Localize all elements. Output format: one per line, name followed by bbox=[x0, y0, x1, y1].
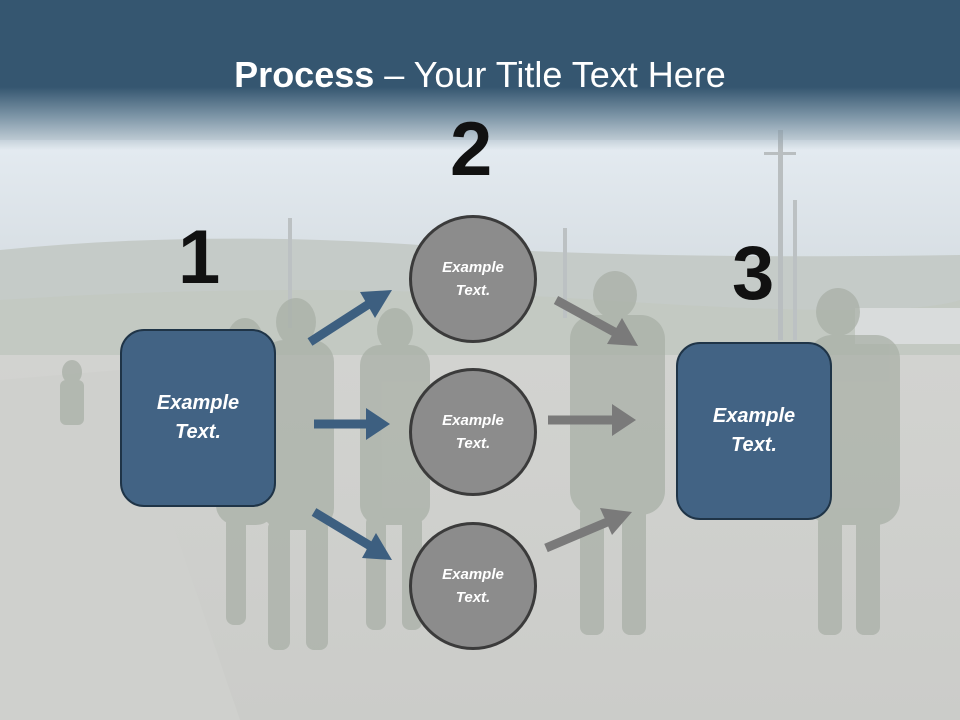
arrow-top-to-right bbox=[553, 296, 638, 346]
arrow-left-to-middle bbox=[314, 408, 390, 440]
arrow-left-to-top bbox=[307, 290, 392, 346]
title-rest: – Your Title Text Here bbox=[374, 54, 726, 95]
arrow-middle-to-right bbox=[548, 404, 636, 436]
step-number-2: 2 bbox=[450, 107, 493, 192]
step-number-3: 3 bbox=[732, 231, 775, 316]
circle-middle-label: Example Text. bbox=[442, 412, 504, 452]
slide-title: Process – Your Title Text Here bbox=[0, 52, 960, 98]
circle-top: Example Text. bbox=[409, 215, 537, 343]
left-box-label: Example Text. bbox=[156, 392, 240, 443]
left-text-box: Example Text. bbox=[120, 329, 276, 507]
circle-middle: Example Text. bbox=[409, 368, 537, 496]
circle-bottom: Example Text. bbox=[409, 522, 537, 650]
title-bold: Process bbox=[234, 54, 375, 95]
circle-bottom-label: Example Text. bbox=[442, 566, 504, 606]
arrow-bottom-to-right bbox=[544, 508, 632, 553]
circle-top-label: Example Text. bbox=[442, 259, 504, 299]
right-box-label: Example Text. bbox=[712, 405, 796, 456]
step-number-1: 1 bbox=[178, 215, 221, 300]
arrow-left-to-bottom bbox=[311, 508, 392, 560]
right-text-box: Example Text. bbox=[676, 342, 832, 520]
title-banner bbox=[0, 0, 960, 150]
